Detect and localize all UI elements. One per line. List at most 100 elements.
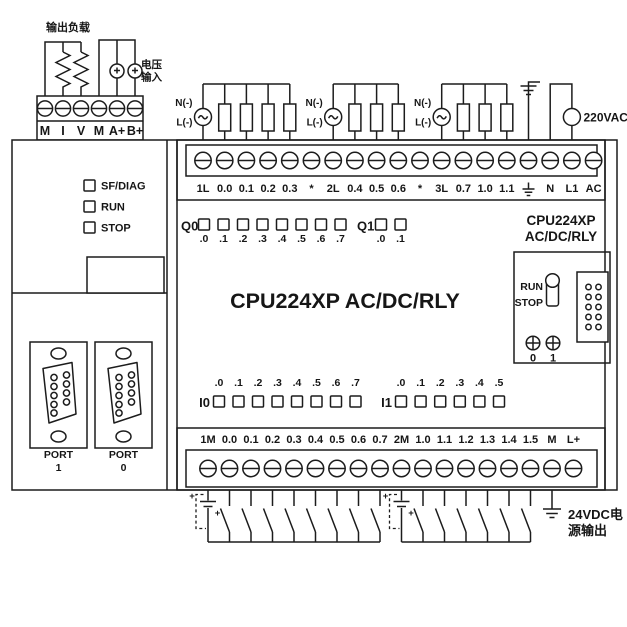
control-panel-box	[513, 251, 611, 364]
switch-blade-icon	[305, 508, 317, 533]
switch-blade-icon	[477, 508, 489, 533]
connector-pin	[585, 303, 592, 311]
battery-dashed-outline	[195, 493, 206, 530]
bottom-terminal-label: M	[547, 434, 556, 446]
load-resistor-icon	[283, 103, 297, 132]
input-led	[310, 395, 323, 408]
top-terminal-label: 0.0	[217, 183, 232, 195]
top-terminal-label: 0.2	[260, 183, 275, 195]
expansion-port-cover	[86, 256, 165, 294]
switch-blade-icon	[348, 508, 360, 533]
top-terminal-label: 0.4	[347, 183, 363, 195]
device-body	[11, 139, 618, 491]
db9-pin	[127, 389, 136, 397]
connector-pin	[595, 313, 602, 321]
bottom-terminal-label: L+	[567, 434, 580, 446]
q0-bit-label: .1	[219, 233, 228, 245]
top-terminal-label: 1L	[197, 183, 210, 195]
analog-terminal-label: V	[77, 124, 86, 138]
resistor-zigzag-icon	[54, 51, 72, 88]
polarity-plus-label: +	[408, 508, 414, 519]
i1-label: I1	[381, 395, 392, 410]
pot-cross-icon	[546, 336, 560, 350]
load-resistor-icon	[348, 103, 362, 132]
terminal-strip	[185, 449, 598, 488]
bottom-terminal-label: 1.2	[458, 434, 473, 446]
db9-pin	[115, 373, 123, 382]
switch-blade-icon	[262, 508, 274, 533]
i0-bit-label: .7	[351, 377, 360, 389]
line-label: L(-)	[415, 118, 431, 129]
i1-bit-label: .5	[495, 377, 504, 389]
q0-label: Q0	[181, 219, 198, 234]
ac-supply-label: 220VAC	[584, 111, 627, 125]
ac-source-icon	[562, 107, 582, 127]
input-led	[453, 395, 467, 408]
i1-bit-label: .2	[436, 377, 445, 389]
db9-port-plate	[29, 341, 88, 449]
db9-pin	[50, 373, 58, 382]
terminal-outer-box	[176, 139, 606, 201]
earth-ground-icon	[520, 81, 540, 140]
load-resistor-icon	[369, 103, 384, 132]
input-led	[251, 395, 265, 408]
connector-pin	[595, 303, 602, 311]
db9-pin	[127, 380, 136, 388]
input-led	[232, 395, 245, 408]
resistor-zigzag-icon	[72, 51, 90, 88]
status-led-square	[83, 179, 96, 192]
input-led	[212, 395, 226, 408]
analog-block: 输出负载 电压 输入	[36, 20, 162, 141]
voltage-input-label: 电压	[141, 58, 162, 71]
switch-blade-icon	[241, 508, 252, 533]
output-led	[256, 218, 269, 231]
input-led	[394, 395, 408, 408]
input-led	[271, 395, 284, 408]
db9-shell-icon	[42, 361, 77, 424]
top-terminal-label: 1.1	[499, 183, 514, 195]
input-led	[329, 395, 343, 408]
i0-bit-label: .4	[293, 377, 302, 389]
analog-terminal-label: B+	[127, 124, 143, 138]
dc-output-label: 24VDC电	[568, 507, 623, 522]
status-led-square	[83, 221, 96, 234]
polarity-plus-label: +	[215, 508, 221, 519]
pot-0-label: 0	[530, 353, 536, 365]
device-title: CPU224XP AC/DC/RLY	[230, 289, 460, 313]
load-resistor-icon	[239, 103, 254, 132]
db9-pin	[115, 409, 123, 417]
i0-bit-label: .3	[273, 377, 282, 389]
bottom-terminal-label: 2M	[394, 434, 409, 446]
analog-terminal-label: M	[40, 124, 50, 138]
db9-pin	[62, 389, 71, 397]
port-number-label: 1	[56, 462, 62, 474]
i1-bit-label: .4	[475, 377, 484, 389]
bottom-terminal-label: 0.7	[372, 434, 387, 446]
db9-pin	[50, 409, 58, 417]
q1-bit-label: .0	[377, 233, 386, 245]
i0-bit-label: .1	[234, 377, 243, 389]
ac-tilde-icon	[436, 115, 447, 120]
analog-terminal-label: M	[94, 124, 104, 138]
expansion-connector	[576, 271, 609, 343]
voltage-input-wires	[98, 39, 136, 96]
bottom-terminal-label: 1.3	[480, 434, 495, 446]
bottom-terminal-label: 0.2	[265, 434, 280, 446]
analog-terminal-label: I	[61, 124, 64, 138]
line-label: L(-)	[176, 118, 192, 129]
plus-icon	[114, 67, 120, 74]
output-led	[275, 218, 289, 231]
top-terminal-label: 0.7	[456, 183, 471, 195]
i1-bit-label: .3	[455, 377, 464, 389]
q1-bit-label: .1	[396, 233, 405, 245]
potentiometer-icon	[545, 335, 561, 351]
dc-output-label: 源输出	[568, 523, 607, 538]
status-led-label: SF/DIAG	[101, 181, 146, 193]
connector-pin	[585, 293, 592, 301]
load-resistor-icon	[500, 103, 514, 132]
battery-dashed-outline	[388, 493, 400, 530]
output-led	[217, 218, 230, 231]
i0-bit-label: .2	[254, 377, 263, 389]
model-type-label: AC/DC/RLY	[525, 229, 597, 244]
